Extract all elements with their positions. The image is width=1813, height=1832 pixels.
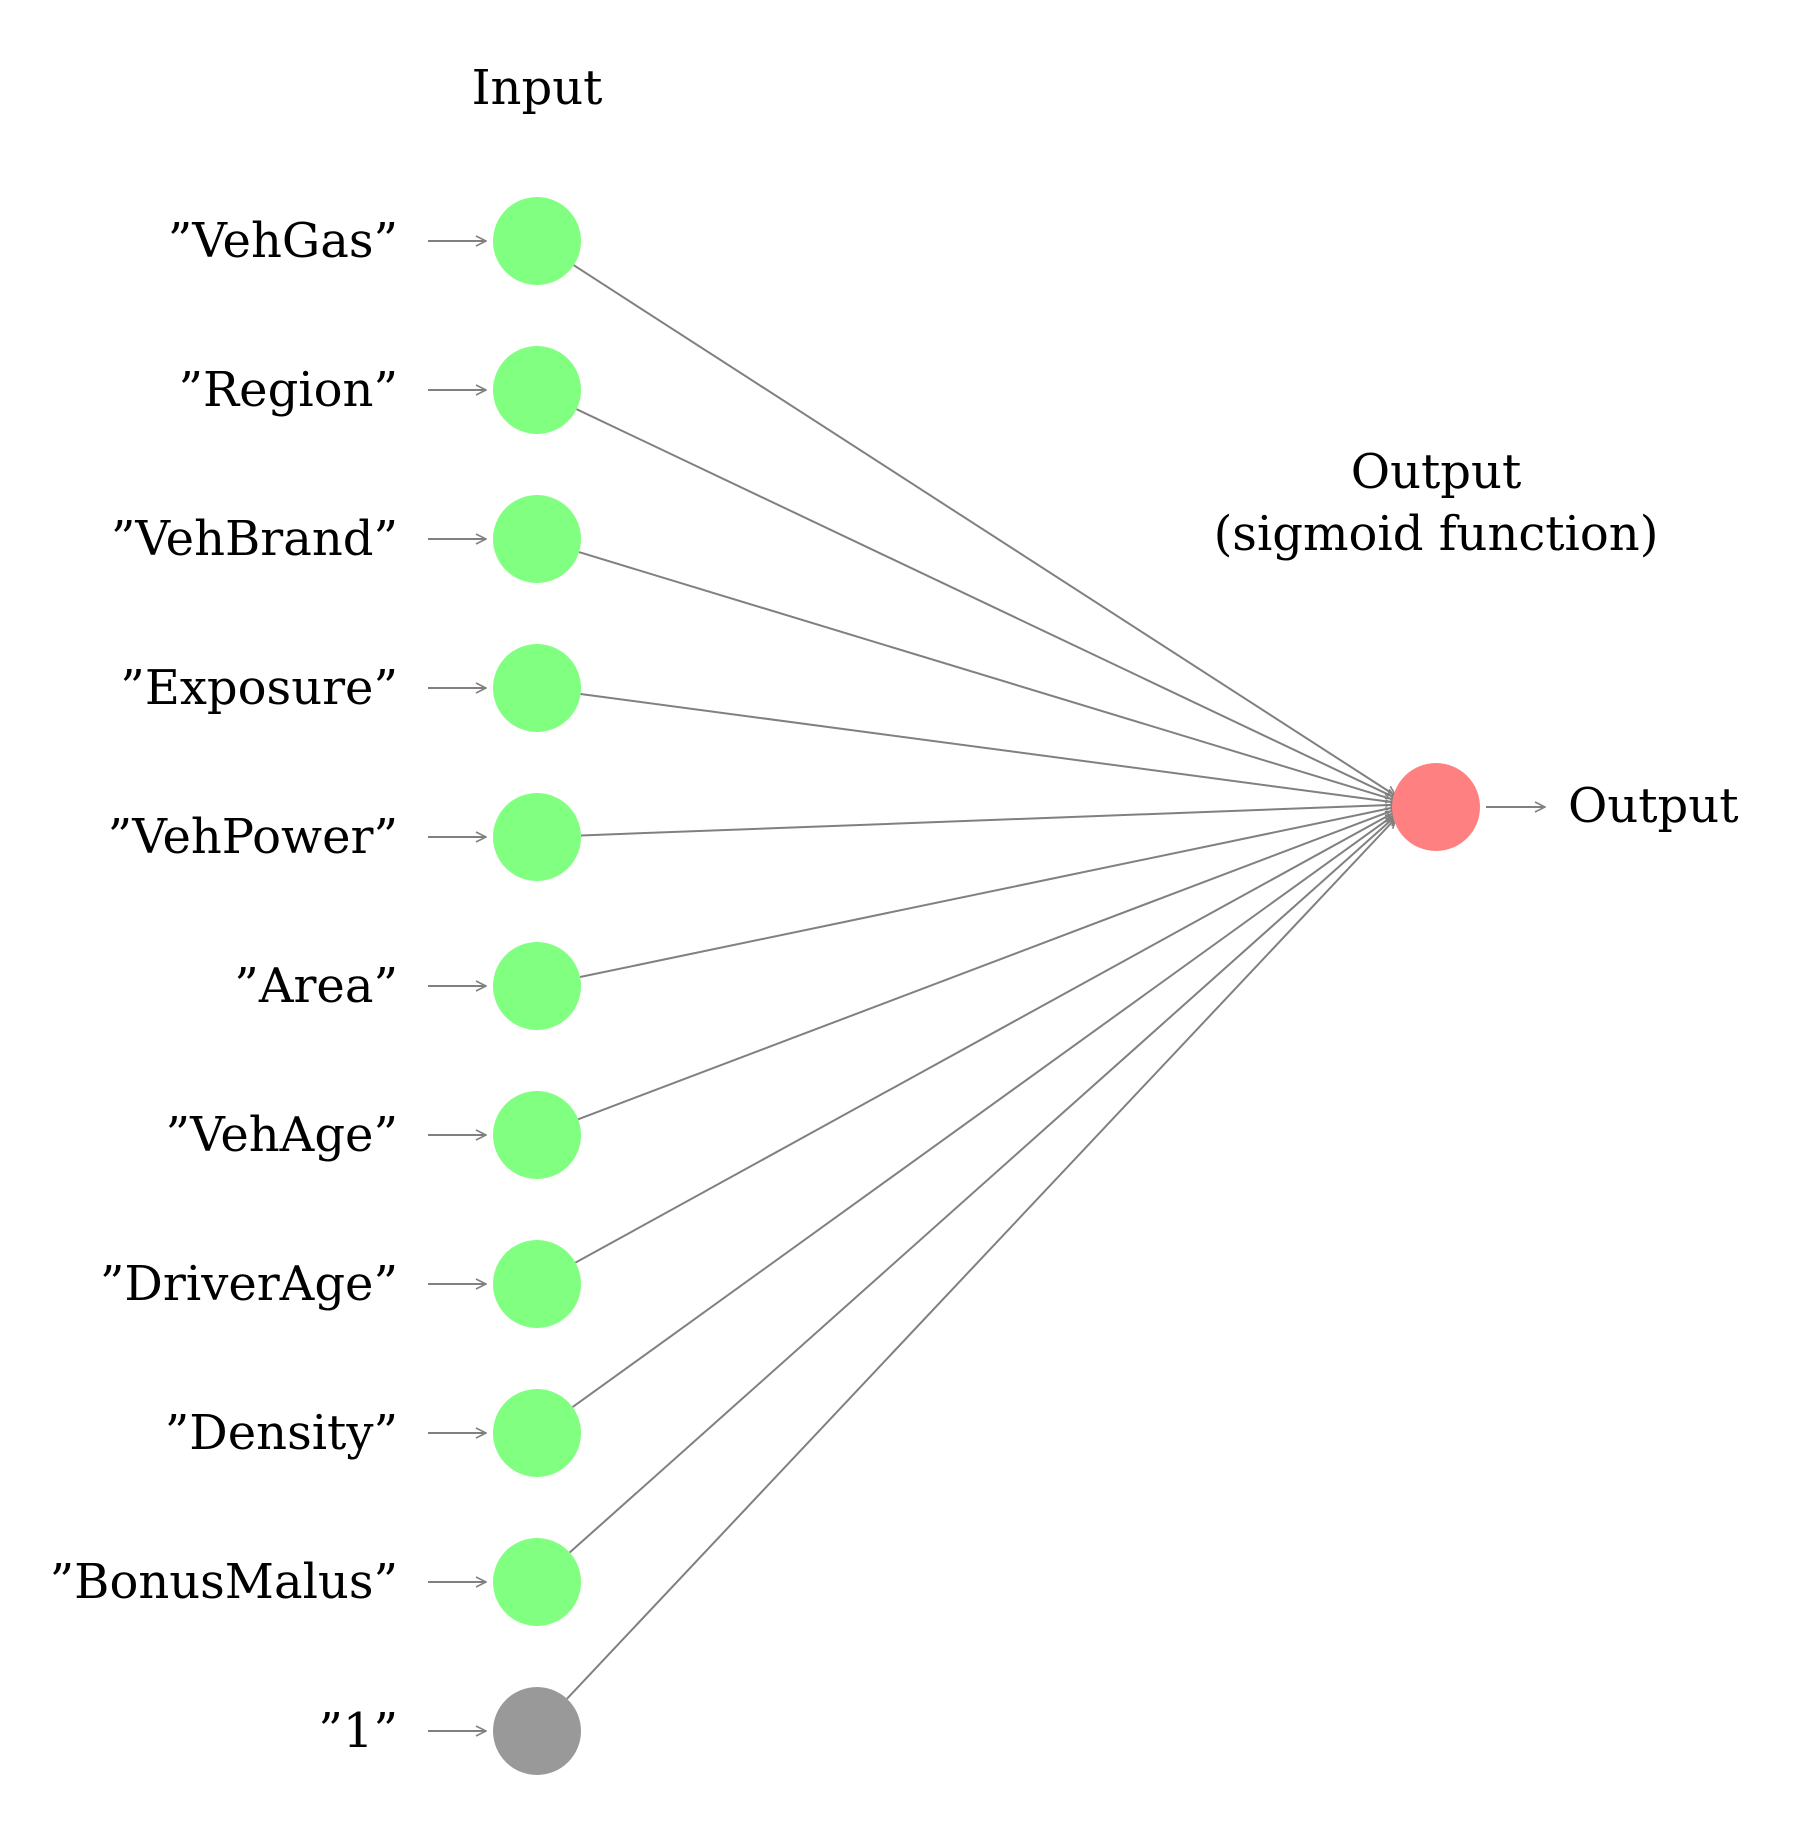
input-node bbox=[493, 1240, 581, 1328]
input-label: ”VehGas” bbox=[168, 213, 398, 269]
input-label: ”VehBrand” bbox=[111, 511, 398, 567]
input-arrows bbox=[428, 241, 486, 1731]
input-label: ”Area” bbox=[234, 958, 398, 1014]
input-labels: ”VehGas” ”Region” ”VehBrand” ”Exposure” ”Veh… bbox=[50, 213, 398, 1759]
edge bbox=[580, 805, 1396, 837]
input-label: ”DriverAge” bbox=[100, 1256, 398, 1312]
edge bbox=[574, 810, 1396, 1264]
connection-edges bbox=[566, 264, 1396, 1700]
input-node bbox=[493, 495, 581, 583]
output-label: Output bbox=[1568, 778, 1738, 834]
input-node bbox=[493, 793, 581, 881]
input-label: ”Density” bbox=[165, 1405, 398, 1461]
edge bbox=[577, 809, 1396, 1121]
input-label: ”BonusMalus” bbox=[50, 1554, 398, 1610]
output-node bbox=[1392, 763, 1480, 851]
input-node bbox=[493, 1538, 581, 1626]
input-node bbox=[493, 942, 581, 1030]
edge bbox=[566, 818, 1396, 1700]
input-label: ”Region” bbox=[178, 362, 398, 418]
output-layer-subheader: (sigmoid function) bbox=[1214, 506, 1659, 562]
input-layer bbox=[493, 197, 581, 1775]
input-label: ”Exposure” bbox=[120, 660, 398, 716]
edge bbox=[579, 807, 1396, 979]
edge bbox=[580, 693, 1396, 803]
edge bbox=[578, 551, 1396, 800]
edge bbox=[573, 264, 1396, 796]
edge bbox=[569, 816, 1396, 1554]
edge bbox=[571, 814, 1396, 1408]
edge bbox=[576, 408, 1396, 798]
bias-node bbox=[493, 1687, 581, 1775]
input-label: ”VehPower” bbox=[108, 809, 398, 865]
input-node bbox=[493, 1091, 581, 1179]
input-label: ”VehAge” bbox=[166, 1107, 398, 1163]
input-node bbox=[493, 346, 581, 434]
input-label: ”1” bbox=[318, 1703, 398, 1759]
input-node bbox=[493, 644, 581, 732]
input-layer-header: Input bbox=[472, 60, 603, 116]
input-node bbox=[493, 1389, 581, 1477]
output-layer-header: Output bbox=[1351, 444, 1521, 500]
input-node bbox=[493, 197, 581, 285]
